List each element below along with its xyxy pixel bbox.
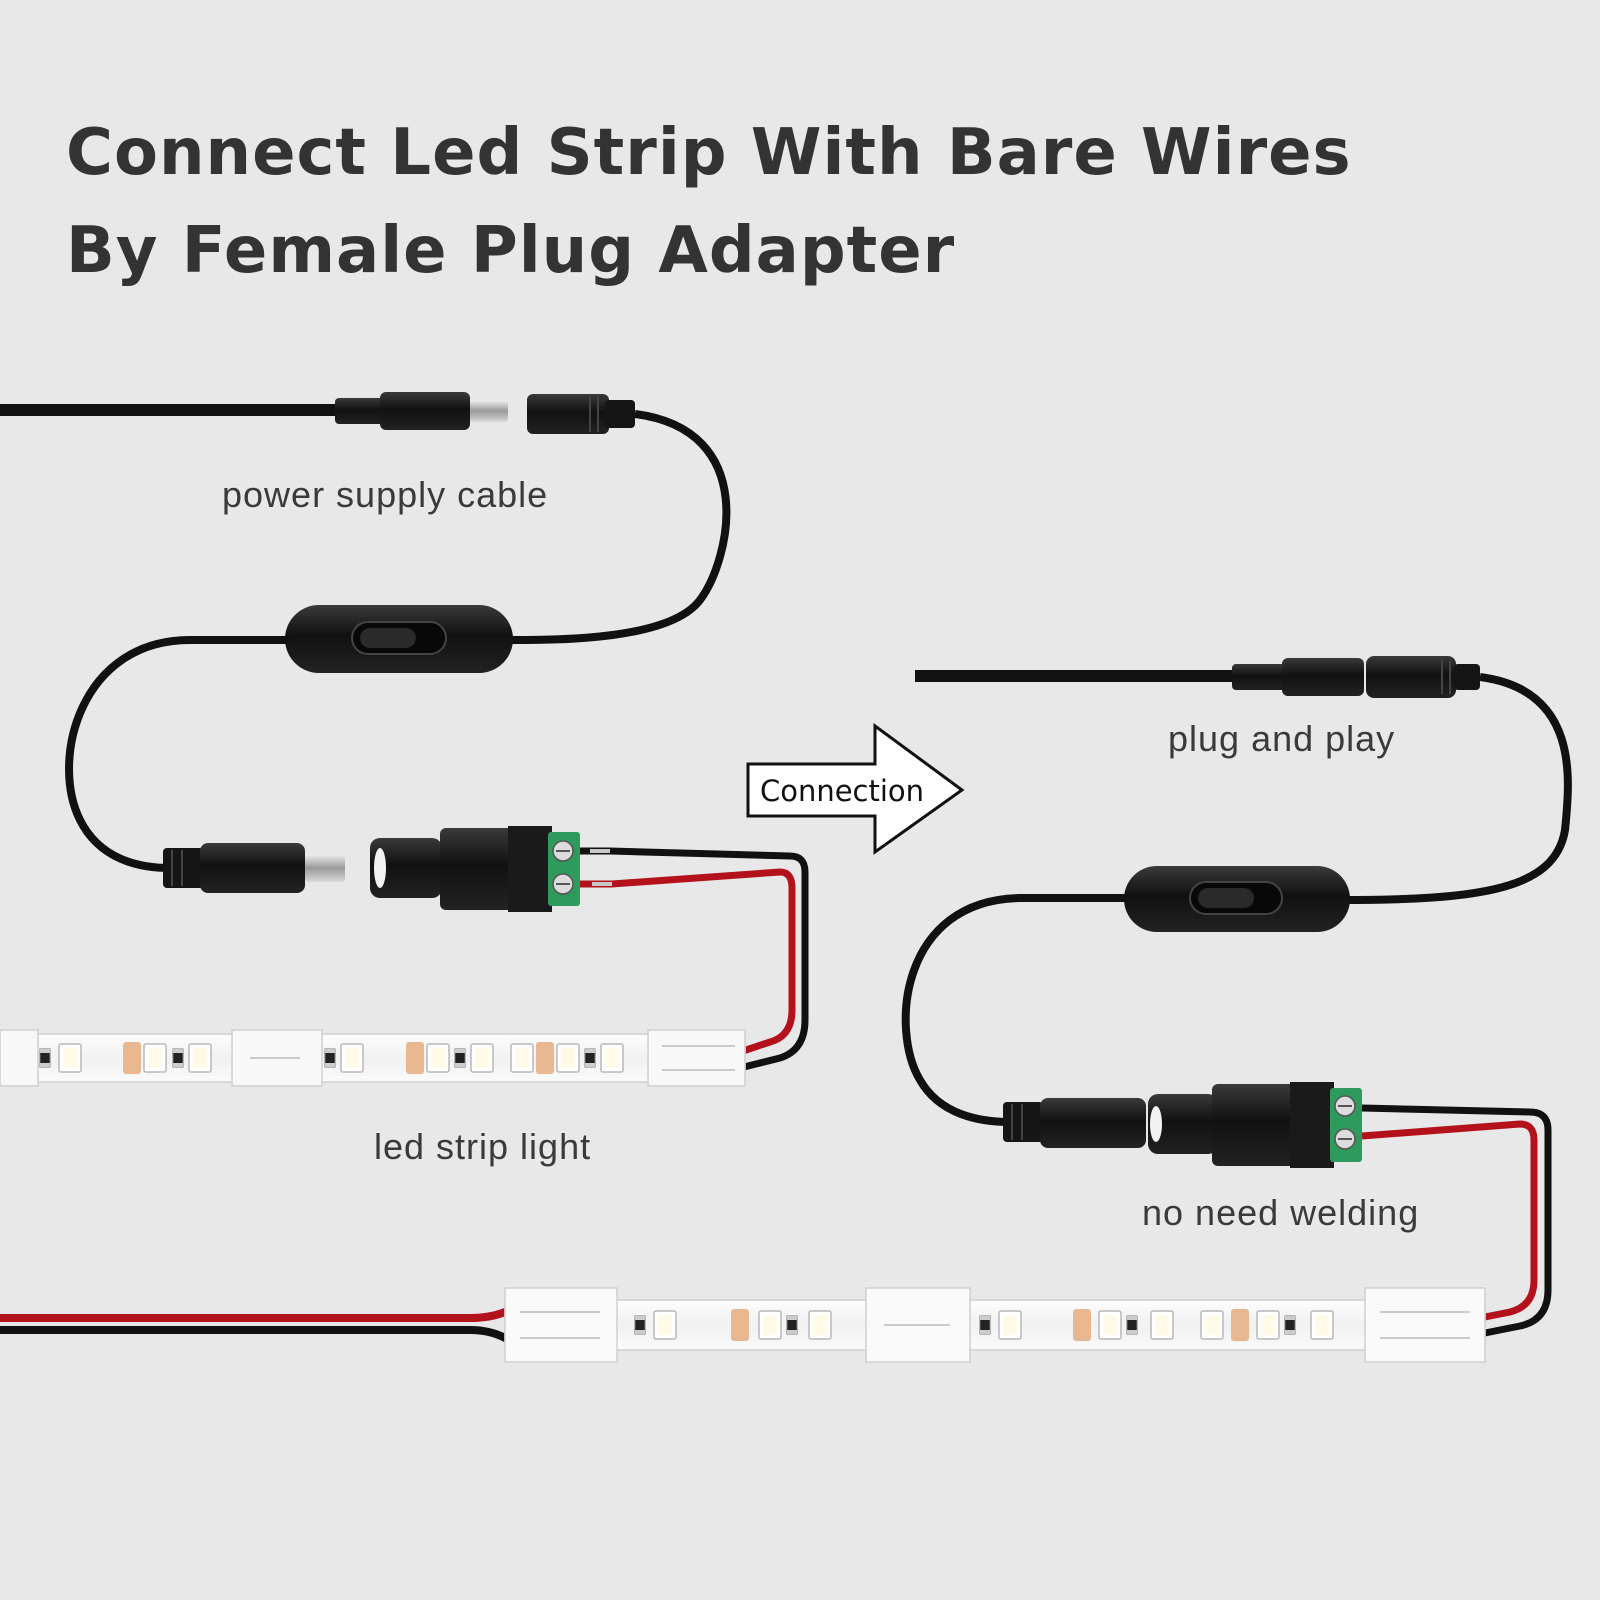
page-title: Connect Led Strip With Bare Wires By Fem… [66, 104, 1352, 300]
wires-bottom-left [0, 1306, 512, 1344]
wires-left [580, 847, 809, 1072]
led-strip-left [0, 1029, 746, 1087]
plug-and-play-label: plug and play [1168, 718, 1396, 759]
cable-loop-top [509, 410, 731, 644]
cable-loop-top-right [1339, 673, 1572, 904]
connection-label: Connection [760, 774, 924, 808]
wires-right [1361, 1104, 1552, 1338]
inline-switch-left [285, 605, 513, 673]
female-plug-adapter-left [370, 826, 580, 912]
female-dc-jack-top [527, 394, 635, 434]
title-line-1: Connect Led Strip With Bare Wires [66, 116, 1352, 190]
right-assembly [0, 656, 1572, 1363]
cable-loop-bottom-right [901, 894, 1130, 1126]
power-supply-cable-label: power supply cable [222, 474, 549, 515]
led-strip-light-label: led strip light [374, 1126, 592, 1167]
inline-switch-right [1124, 866, 1350, 932]
title-line-2: By Female Plug Adapter [66, 214, 956, 288]
male-dc-plug-top [335, 392, 508, 430]
connection-arrow: Connection [746, 723, 965, 855]
cable-loop-bottom [65, 636, 290, 872]
no-need-welding-label: no need welding [1142, 1192, 1420, 1233]
led-strip-bottom [504, 1287, 1486, 1363]
female-plug-adapter-right [1003, 1082, 1362, 1168]
left-assembly [0, 392, 809, 1087]
plug-joint-top-right [1232, 656, 1480, 698]
male-dc-plug-bottom [163, 843, 345, 893]
